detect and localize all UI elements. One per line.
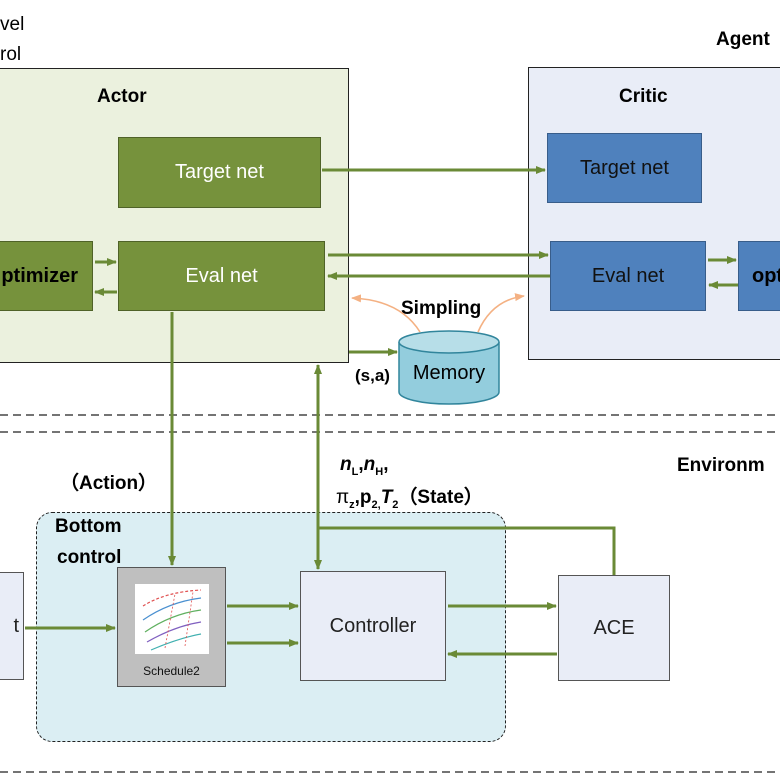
actor-eval-net: Eval net — [118, 241, 325, 311]
actor-region — [0, 68, 349, 363]
ace-node: ACE — [558, 575, 670, 681]
arrow-sampling-left — [351, 294, 421, 333]
line-ace-feedback — [318, 526, 616, 575]
actor-target-net: Target net — [118, 137, 321, 208]
actor-title: Actor — [97, 86, 147, 107]
action-label: （Action） — [60, 473, 158, 494]
left-partial-label: t — [13, 614, 19, 637]
controller-label: Controller — [329, 614, 417, 637]
critic-eval-net: Eval net — [550, 241, 706, 311]
left-partial-node: t — [0, 572, 24, 680]
simpling-label: Simpling — [401, 298, 482, 319]
top-level-label-1: vel — [0, 14, 25, 35]
top-level-label-2: rol — [0, 44, 22, 65]
critic-eval-net-label: Eval net — [591, 264, 665, 287]
bottom-control-label-1: Bottom — [55, 516, 122, 537]
state-action-label: (s,a) — [355, 366, 390, 385]
state-formula-line2: πz,p2,T2（State） — [336, 487, 483, 511]
actor-eval-net-label: Eval net — [185, 264, 258, 287]
schedule-label: Schedule2 — [143, 664, 200, 678]
critic-target-net-label: Target net — [580, 156, 669, 179]
agent-label: Agent — [716, 29, 770, 50]
memory-label: Memory — [412, 362, 486, 384]
environment-label: Environm — [677, 455, 765, 476]
controller-node: Controller — [300, 571, 446, 681]
actor-target-net-label: Target net — [175, 161, 264, 183]
state-formula-line1: nL,nH, — [340, 454, 389, 478]
memory-cylinder — [398, 330, 500, 405]
ace-label: ACE — [593, 616, 635, 639]
actor-optimizer: ptimizer — [0, 241, 93, 311]
critic-region — [528, 67, 780, 360]
bottom-control-label-2: control — [57, 547, 122, 568]
schedule-plot-icon — [134, 584, 209, 654]
critic-title: Critic — [619, 86, 668, 107]
schedule-node: Schedule2 — [117, 567, 226, 687]
critic-target-net: Target net — [547, 133, 702, 203]
arrow-sampling-right — [477, 293, 525, 333]
critic-optimizer: opt — [738, 241, 780, 311]
critic-optimizer-label: opt — [752, 264, 780, 287]
actor-optimizer-label: ptimizer — [1, 264, 78, 287]
